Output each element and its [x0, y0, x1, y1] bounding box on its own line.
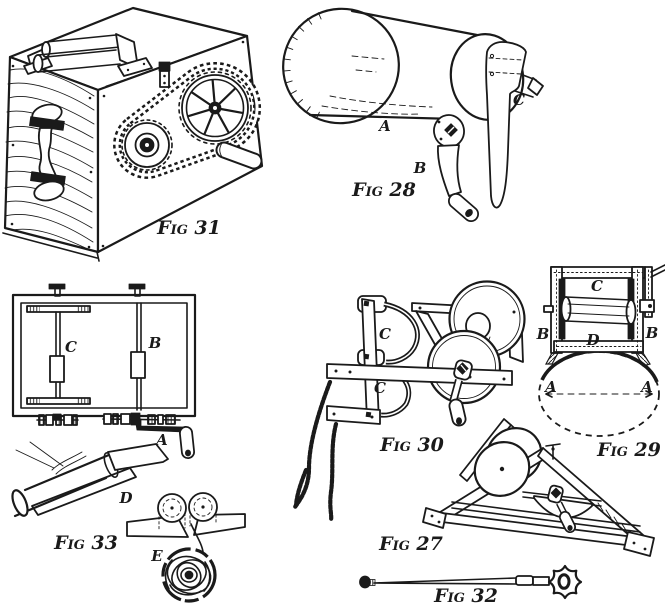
lid-latch [158, 61, 171, 88]
fig33-label: Fig 33 [53, 532, 118, 554]
fig33-part-e: E [150, 547, 163, 565]
yarn-ball-e [161, 523, 217, 603]
ropes [292, 379, 339, 523]
fig33-part-d: D [118, 489, 132, 507]
crank [547, 484, 576, 533]
sprocket-gear [547, 564, 583, 600]
crank-handle-b [433, 114, 479, 222]
fig28-part-a: A [377, 117, 391, 135]
fig33-part-b: B [148, 334, 162, 352]
fig29-part-a-left: A [543, 378, 557, 396]
fig29-part-d: D [585, 331, 599, 349]
roller-c [558, 278, 637, 340]
fig29-part-b-left: B [536, 325, 550, 343]
fig29-part-a-right: A [639, 378, 653, 396]
drum-flange [282, 7, 400, 125]
figure-29-strip-frame-reel: C D B B A A Fig 29 [536, 264, 665, 461]
crank-a-and-washers [36, 412, 195, 459]
figure-27-a-frame-reel: Fig 27 [378, 418, 655, 557]
fig28-part-c: C [513, 91, 525, 109]
side-crank [639, 264, 665, 318]
fig28-part-b: B [413, 159, 427, 177]
fig29-part-b-right: B [645, 324, 659, 342]
rod [359, 575, 550, 589]
figure-30-hook-reel: C C Fig 30 [292, 280, 526, 523]
crank [448, 359, 473, 427]
winding-frame [11, 283, 197, 421]
fig29-part-c: C [591, 277, 603, 295]
rod-b [130, 302, 146, 411]
chain-drive [113, 61, 263, 179]
drive-chain [113, 61, 261, 179]
figure-31-chain-drive-box: Fig 31 [2, 6, 264, 262]
fig32-label: Fig 32 [433, 585, 498, 605]
figure-28-drum-and-crank: A B C Fig 28 [282, 7, 544, 222]
covered-cylinder-d [11, 441, 169, 518]
figure-33-winder: C B A D E Fig 33 [11, 283, 246, 603]
small-sprocket [121, 119, 173, 171]
fig30-part-c-upper: C [379, 325, 391, 343]
fig28-label: Fig 28 [351, 179, 416, 201]
crank-grip [215, 141, 263, 170]
top-roller-assembly [23, 33, 153, 77]
pawl-piece-c [485, 41, 527, 209]
fig33-part-a: A [154, 431, 168, 449]
apex-bolt [545, 443, 561, 460]
fig29-label: Fig 29 [596, 439, 661, 461]
guide-rollers [126, 492, 246, 538]
rod-c [26, 305, 91, 405]
fig33-part-c: C [65, 338, 77, 356]
large-sprocket-wheel [178, 71, 252, 145]
figure-32-axle-rod: Fig 32 [359, 564, 583, 605]
fig30-label: Fig 30 [379, 434, 444, 456]
fig30-part-c-lower: C [374, 379, 386, 397]
fig27-label: Fig 27 [378, 533, 443, 555]
box-handle [29, 103, 66, 202]
fig31-label: Fig 31 [156, 217, 221, 239]
